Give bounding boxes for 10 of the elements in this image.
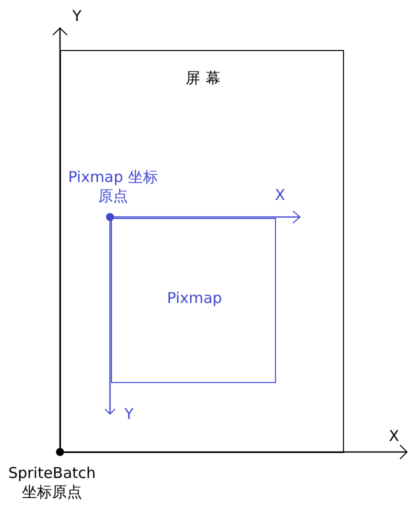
axis-label: Y <box>71 7 83 26</box>
pixmap-box <box>111 218 276 383</box>
origin-label: SpriteBatch 坐标原点 <box>7 464 97 502</box>
axis-label: X <box>388 427 400 446</box>
axis-label: Y <box>123 405 135 424</box>
box-title: Pixmap <box>166 289 224 308</box>
axis-label: X <box>274 186 286 205</box>
origin-label: Pixmap 坐标原点 <box>68 168 158 206</box>
box-title: 屏 幕 <box>184 69 222 88</box>
screen-box <box>60 50 344 453</box>
